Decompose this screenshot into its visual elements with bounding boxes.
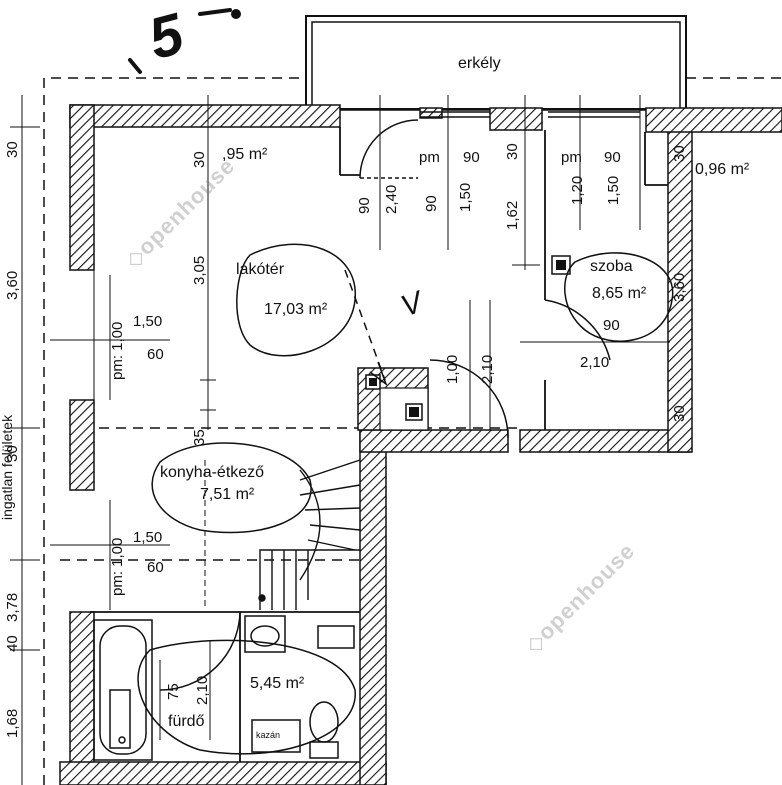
dim-wall-30-mid: 30 bbox=[504, 143, 521, 160]
window-balcony-1-b: 1,50 bbox=[457, 182, 474, 212]
storage-right-area: 0,96 m² bbox=[695, 161, 750, 178]
dim-left-378: 3,78 bbox=[4, 592, 21, 622]
door-living-w: 90 bbox=[356, 197, 373, 214]
window-left-bot-pm: pm: 1,00 bbox=[109, 537, 126, 596]
bedroom-name: szoba bbox=[590, 258, 633, 275]
dim-living-30: 30 bbox=[191, 151, 208, 168]
side-label: ingatlan felületek bbox=[0, 414, 15, 520]
window-balcony-2-pm: pm bbox=[561, 149, 582, 166]
flue-block bbox=[357, 255, 571, 431]
bedroom-area: 8,65 m² bbox=[592, 285, 647, 302]
bedroom-door-h: 2,10 bbox=[580, 354, 610, 371]
hall-door-w: 1,00 bbox=[444, 354, 461, 384]
bedroom-door-w: 90 bbox=[603, 317, 620, 334]
storage-left-area: ,95 m² bbox=[222, 146, 268, 163]
window-left-bot-h: 60 bbox=[147, 559, 164, 576]
window-balcony-1-pm: pm bbox=[419, 149, 440, 166]
bathroom-name: fürdő bbox=[168, 713, 205, 730]
dim-bedroom-30-top: 30 bbox=[671, 145, 688, 162]
bathtub bbox=[93, 619, 153, 761]
door-swings bbox=[159, 119, 611, 691]
window-balcony-2-a: 1,20 bbox=[569, 175, 586, 205]
dim-living-height: 3,05 bbox=[191, 255, 208, 285]
window-balcony-2-b: 1,50 bbox=[605, 175, 622, 205]
dim-left-168: 1,68 bbox=[4, 708, 21, 738]
window-left-bot-w: 1,50 bbox=[133, 529, 163, 546]
window-balcony-1-pm-val: 90 bbox=[463, 149, 480, 166]
toilet bbox=[309, 701, 339, 759]
hand-annotations bbox=[137, 243, 674, 755]
window-balcony-1-a: 90 bbox=[423, 195, 440, 212]
window-left-top-pm: pm: 1,00 bbox=[109, 321, 126, 380]
dim-bedroom-30-bot: 30 bbox=[671, 405, 688, 422]
dim-left-30-top: 30 bbox=[4, 141, 21, 158]
kitchen-area: 7,51 m² bbox=[200, 486, 255, 503]
bath-door-h: 2,10 bbox=[194, 675, 211, 705]
window-left-top-h: 60 bbox=[147, 346, 164, 363]
dashed-boundary bbox=[43, 77, 782, 785]
dimension-lines bbox=[10, 95, 670, 785]
dim-kitchen-35: 35 bbox=[191, 429, 208, 446]
bath-door-w: 75 bbox=[165, 683, 182, 700]
dim-left-40: 40 bbox=[4, 635, 21, 652]
window-left-top-w: 1,50 bbox=[133, 313, 163, 330]
boiler-label: kazán bbox=[256, 730, 281, 740]
kitchen-name: konyha-étkező bbox=[160, 464, 265, 481]
dim-left-30-mid: 30 bbox=[4, 445, 21, 462]
sheet-number-mark bbox=[128, 8, 241, 74]
interior-lines bbox=[90, 127, 668, 762]
bathroom-area: 5,45 m² bbox=[250, 675, 305, 692]
dim-left-360: 3,60 bbox=[4, 270, 21, 300]
balcony-label: erkély bbox=[458, 55, 501, 72]
living-room-name: lakótér bbox=[236, 261, 285, 278]
walls bbox=[59, 104, 782, 785]
door-living-h: 2,40 bbox=[383, 184, 400, 214]
dim-bedroom-360: 3,60 bbox=[671, 272, 688, 302]
sink bbox=[244, 615, 355, 653]
living-room-area: 17,03 m² bbox=[264, 301, 328, 318]
window-balcony-2-pm-val: 90 bbox=[604, 149, 621, 166]
dim-door-balcony: 1,62 bbox=[504, 200, 521, 230]
staircase bbox=[258, 459, 361, 610]
hall-door-h: 2,10 bbox=[479, 354, 496, 384]
